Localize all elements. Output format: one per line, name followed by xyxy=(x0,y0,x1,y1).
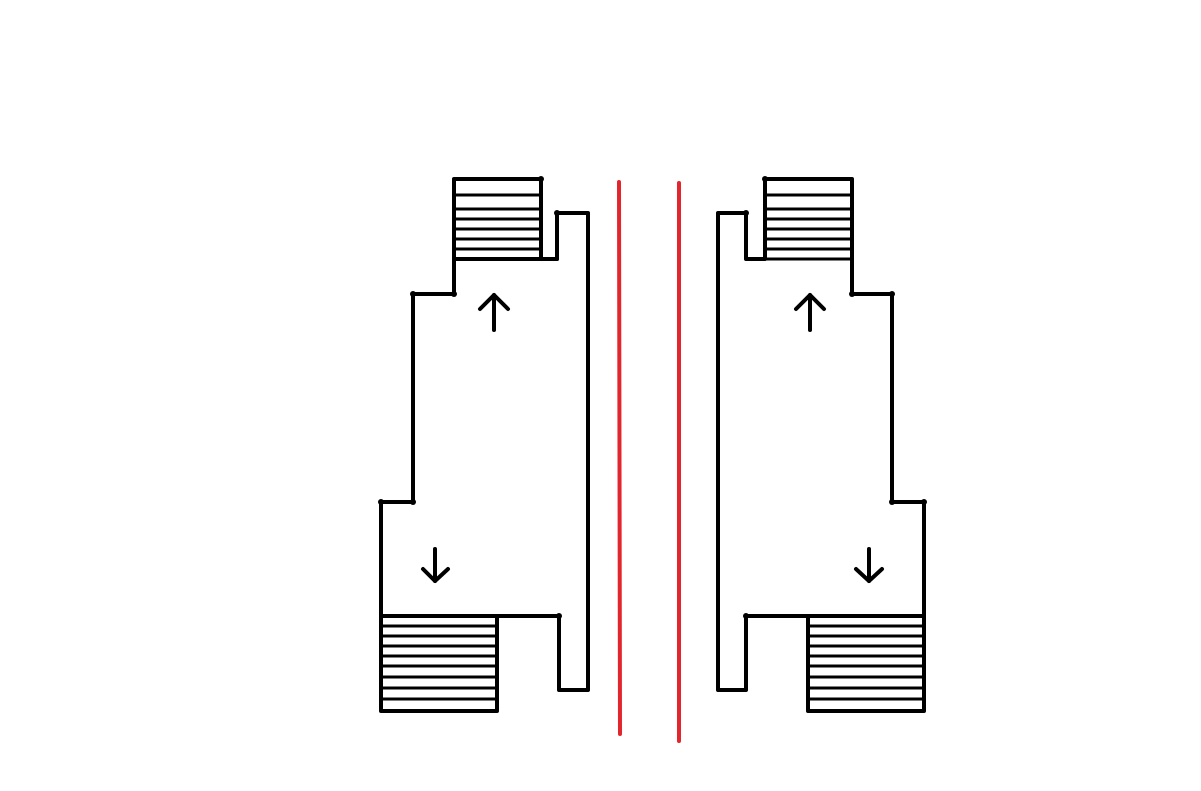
arrow-up-icon xyxy=(794,293,826,332)
right-top-stairs xyxy=(763,193,854,261)
left-bottom-stairs xyxy=(379,624,499,701)
divider-line-left xyxy=(617,180,622,736)
right-bottom-stairs xyxy=(806,624,926,701)
left-plan xyxy=(378,176,590,713)
right-plan xyxy=(716,176,927,713)
left-plan-outline xyxy=(379,177,590,713)
arrow-down-icon xyxy=(854,547,884,583)
arrow-up-icon xyxy=(478,293,510,332)
arrow-down-icon xyxy=(421,547,450,583)
right-plan-outline xyxy=(716,177,926,713)
left-top-stairs xyxy=(452,193,543,261)
